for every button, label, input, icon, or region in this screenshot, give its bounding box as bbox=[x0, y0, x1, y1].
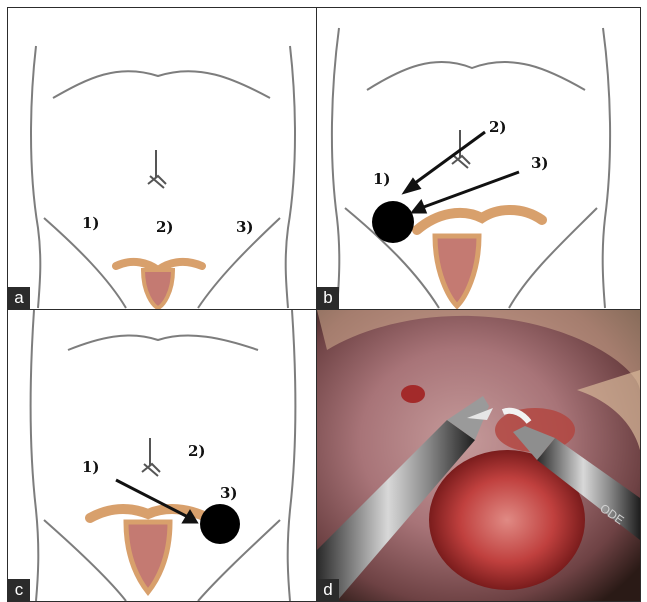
port-label-1: 1) bbox=[82, 214, 100, 232]
right-flank-outline bbox=[286, 46, 295, 308]
port-label-3: 3) bbox=[236, 218, 254, 236]
ribcage-outline bbox=[367, 62, 585, 90]
panel-b: 1) 2) 3) b bbox=[316, 7, 641, 310]
port-label-3: 3) bbox=[220, 484, 238, 502]
port-label-2: 2) bbox=[156, 218, 174, 236]
port-label-3: 3) bbox=[531, 154, 549, 172]
left-flank-outline bbox=[31, 46, 40, 308]
panel-label-c: c bbox=[8, 579, 30, 601]
adnexal-mass bbox=[200, 504, 240, 544]
left-flank-outline bbox=[332, 28, 339, 308]
panel-label-a: a bbox=[8, 287, 30, 309]
panel-c: 1) 2) 3) c bbox=[7, 309, 317, 602]
panel-a: 1) 2) 3) a bbox=[7, 7, 317, 310]
port-label-2: 2) bbox=[188, 442, 206, 460]
bleeding-spot bbox=[401, 385, 425, 403]
adnexal-mass bbox=[372, 201, 414, 243]
panel-d: ODE d bbox=[316, 309, 641, 602]
panel-label-d: d bbox=[317, 579, 339, 601]
port-label-2: 2) bbox=[489, 118, 507, 136]
umbilicus-icon bbox=[148, 150, 166, 188]
torso-drawing-c: 1) 2) 3) bbox=[8, 310, 316, 601]
port-label-1: 1) bbox=[373, 170, 391, 188]
ribcage-outline bbox=[68, 335, 258, 350]
panel-label-b: b bbox=[317, 287, 339, 309]
arrow-from-port-2 bbox=[405, 132, 485, 192]
ribcage-outline bbox=[53, 71, 270, 98]
port-label-1: 1) bbox=[82, 458, 100, 476]
laparoscopic-photo: ODE bbox=[317, 310, 640, 601]
right-flank-outline bbox=[288, 310, 296, 601]
umbilicus-icon bbox=[142, 438, 160, 476]
uterus-icon bbox=[417, 210, 542, 306]
torso-drawing-b: 1) 2) 3) bbox=[317, 8, 640, 309]
right-flank-outline bbox=[603, 28, 610, 308]
left-flank-outline bbox=[31, 310, 39, 601]
uterus-icon bbox=[116, 262, 202, 308]
torso-drawing-a: 1) 2) 3) bbox=[8, 8, 316, 309]
